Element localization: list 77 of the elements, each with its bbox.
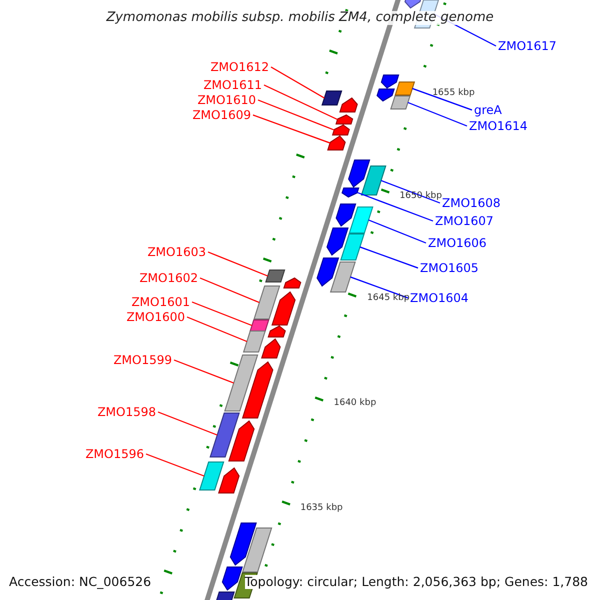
gene-block — [222, 566, 243, 591]
leader-line — [412, 88, 472, 111]
gene-block — [390, 96, 411, 110]
leader-line — [360, 246, 418, 269]
gene-label: ZMO1599 — [113, 353, 172, 367]
gene-label: ZMO1604 — [410, 291, 469, 305]
gene-block — [380, 74, 400, 89]
gene-block — [261, 338, 281, 358]
gene-label: ZMO1601 — [131, 295, 190, 309]
leader-line — [258, 99, 334, 131]
gene-block — [199, 462, 224, 490]
gene-label: ZMO1609 — [192, 108, 251, 122]
gene-label: ZMO1612 — [210, 60, 269, 74]
gene-block — [242, 330, 266, 352]
gene-label: ZMO1614 — [469, 119, 528, 133]
scale-label: 1650 kbp — [400, 190, 442, 203]
leader-line — [186, 316, 248, 342]
leader-line — [146, 453, 204, 477]
gene-block — [214, 592, 235, 600]
gene-block — [326, 228, 349, 256]
accession-text: Accession: NC_006526 — [9, 575, 152, 589]
gene-block — [330, 262, 356, 292]
gene-block — [335, 114, 354, 124]
gene-block — [348, 206, 374, 234]
leader-line — [368, 219, 426, 244]
gene-label: ZMO1617 — [498, 39, 557, 53]
gene-label: ZMO1603 — [147, 245, 206, 259]
leader-line — [158, 411, 218, 436]
gene-block — [242, 361, 274, 418]
gene-block — [327, 135, 346, 150]
leader-line — [252, 114, 330, 144]
leader-line — [192, 301, 252, 326]
gene-block — [321, 90, 342, 106]
gene-block — [242, 528, 272, 572]
gene-block — [339, 97, 358, 112]
gene-block — [404, 0, 424, 9]
gene-block — [228, 420, 255, 462]
gene-block — [218, 467, 240, 494]
gene-label: ZMO1606 — [428, 236, 487, 250]
leader-line — [408, 102, 468, 127]
scale-label: 1655 kbp — [432, 87, 475, 100]
leader-line — [380, 180, 440, 204]
gene-block — [340, 234, 365, 260]
scale-label: 1635 kbp — [300, 502, 343, 515]
gene-block — [283, 277, 302, 288]
map-title: Zymomonas mobilis subsp. mobilis ZM4, complete genome — [106, 11, 494, 25]
scale-label: 1640 kbp — [334, 397, 376, 410]
leader-line — [357, 192, 434, 222]
gene-block — [342, 188, 360, 198]
gene-label: ZMO1610 — [197, 93, 256, 107]
leader-line — [350, 276, 408, 299]
leader-line — [270, 66, 325, 99]
gene-block — [316, 258, 340, 287]
gene-label: ZMO1611 — [203, 78, 262, 92]
scale-label: 1645 kbp — [367, 292, 410, 305]
gene-block — [360, 166, 386, 196]
gene-label: ZMO1602 — [139, 271, 198, 285]
gene-block — [376, 88, 395, 102]
leader-line — [208, 251, 268, 277]
gene-label: ZMO1598 — [97, 405, 156, 419]
gene-label: ZMO1596 — [85, 447, 144, 461]
gene-block — [332, 124, 350, 136]
gene-label: ZMO1605 — [420, 261, 479, 275]
leader-line — [200, 277, 260, 304]
gene-block — [224, 354, 258, 412]
gene-block — [265, 270, 286, 282]
gene-label: ZMO1600 — [126, 310, 185, 324]
leader-line — [264, 84, 338, 120]
gene-block — [336, 204, 356, 227]
gene-label: greA — [474, 103, 502, 117]
gene-label: ZMO1608 — [442, 196, 501, 210]
leader-line — [174, 359, 234, 384]
gene-block — [253, 286, 280, 320]
gene-block — [230, 522, 257, 566]
gene-block — [394, 82, 416, 96]
gene-block — [210, 412, 240, 458]
gene-label: ZMO1607 — [435, 214, 494, 228]
